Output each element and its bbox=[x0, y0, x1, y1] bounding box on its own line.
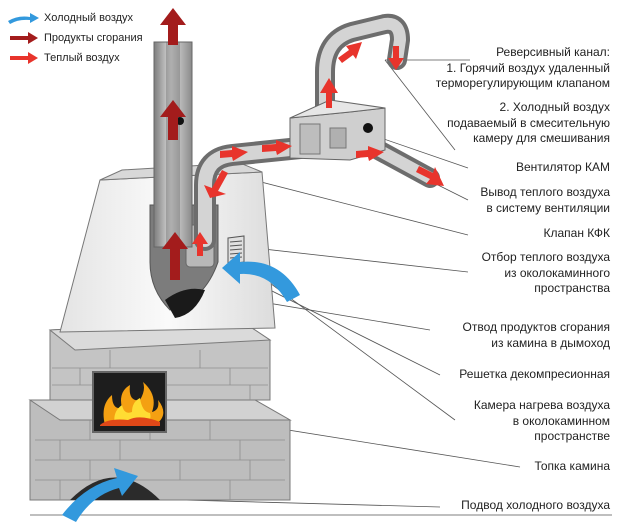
label-valve: Клапан КФК bbox=[544, 226, 611, 242]
label-chamber: Камера нагрева воздуха в околокаминном п… bbox=[474, 398, 610, 445]
label-grille: Решетка декомпресионная bbox=[459, 367, 610, 383]
label-intake-line3: пространства bbox=[534, 281, 610, 295]
legend-cold: Холодный воздух bbox=[6, 10, 133, 26]
label-fan-line1: Вентилятор КАМ bbox=[515, 160, 610, 174]
flame-icon bbox=[100, 382, 164, 426]
warm-air-arrow-icon bbox=[10, 52, 38, 64]
mixing-box bbox=[289, 99, 386, 161]
cold-air-arrow-icon bbox=[8, 13, 39, 24]
label-fan: Вентилятор КАМ bbox=[516, 160, 610, 176]
label-supply: Подвод холодного воздуха bbox=[461, 498, 610, 514]
label-valve-line1: Клапан КФК bbox=[543, 226, 611, 240]
label-chamber-line2: в околокаминном bbox=[512, 413, 610, 428]
cold-air-arrows bbox=[62, 252, 300, 522]
legend-cold-label: Холодный воздух bbox=[44, 12, 134, 24]
label-reverse2-line3: камеру для смешивания bbox=[473, 131, 610, 145]
label-intake-line1: Отбор теплого воздуха bbox=[481, 250, 610, 264]
label-outlet: Вывод теплого воздуха в систему вентиляц… bbox=[480, 185, 610, 216]
label-intake: Отбор теплого воздуха из околокаминного … bbox=[482, 250, 610, 297]
label-reverse-line2: 1. Горячий воздух удаленный bbox=[446, 60, 610, 75]
label-chamber-line1: Камера нагрева воздуха bbox=[473, 398, 610, 412]
warm-air-arrows bbox=[192, 42, 444, 256]
label-grille-line1: Решетка декомпресионная bbox=[459, 367, 610, 381]
label-reverse-line1: Реверсивный канал: bbox=[496, 45, 610, 59]
label-reverse2-line1: 2. Холодный воздух bbox=[499, 100, 610, 114]
label-outlet-line2: в систему вентиляции bbox=[486, 200, 610, 215]
label-outlet-line1: Вывод теплого воздуха bbox=[480, 185, 610, 199]
smoke-arrows bbox=[160, 8, 188, 280]
label-flue-line2: из камина в дымоход bbox=[491, 335, 610, 350]
label-chamber-line3: пространстве bbox=[534, 429, 610, 443]
label-reverse-line3: терморегулирующим клапаном bbox=[435, 76, 610, 90]
label-firebox-line1: Топка камина bbox=[534, 459, 610, 473]
legend-smoke: Продукты сгорания bbox=[6, 30, 143, 46]
label-intake-line2: из околокаминного bbox=[504, 265, 610, 280]
label-supply-line1: Подвод холодного воздуха bbox=[461, 498, 610, 512]
label-firebox: Топка камина bbox=[534, 459, 610, 475]
label-reverse2-line2: подаваемый в смесительную bbox=[447, 115, 610, 130]
smoke-arrow-icon bbox=[10, 32, 38, 44]
label-flue-line1: Отвод продуктов сгорания bbox=[462, 320, 611, 334]
legend-warm-label: Теплый воздух bbox=[44, 52, 120, 64]
label-reverse-cold: 2. Холодный воздух подаваемый в смесител… bbox=[447, 100, 610, 147]
legend-smoke-label: Продукты сгорания bbox=[44, 32, 143, 44]
label-flue: Отвод продуктов сгорания из камина в дым… bbox=[463, 320, 611, 351]
chimney-pipe bbox=[153, 41, 193, 248]
legend-warm: Теплый воздух bbox=[6, 50, 120, 66]
label-reverse-channel: Реверсивный канал: 1. Горячий воздух уда… bbox=[436, 45, 610, 92]
